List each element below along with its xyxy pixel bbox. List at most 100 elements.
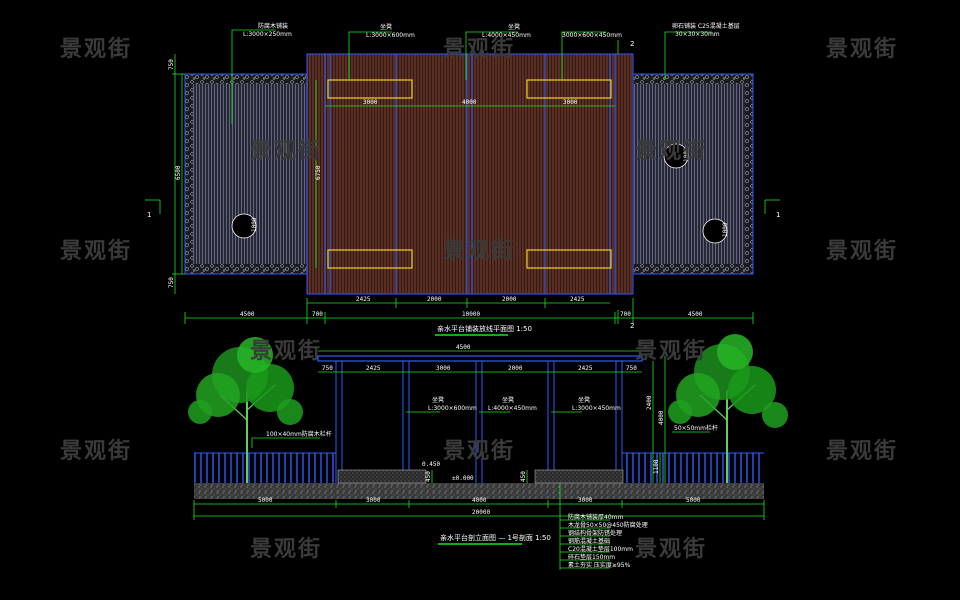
plan-dim-b6: 700: [620, 311, 631, 318]
plan-dimension-lines: [145, 40, 780, 324]
plan-callout-7: 3000×600×450mm: [562, 32, 622, 39]
plan-dim-total: 10000: [462, 311, 480, 318]
layer-note-1: 木龙骨50×50@450防腐处理: [568, 521, 648, 529]
section-dim-t2: 2425: [366, 365, 381, 372]
section-dim-b1: 3000: [366, 497, 381, 504]
section-dim-t3: 3000: [436, 365, 451, 372]
section-elev-1: 0.450: [422, 461, 440, 468]
section-dim-total: 20000: [472, 509, 490, 516]
plan-dim-b7: 4500: [688, 311, 703, 318]
plan-circle-dim-2: 1000: [722, 222, 729, 237]
watermark-2: 景观街: [443, 36, 515, 62]
plan-dim-b2: 2425: [356, 296, 371, 303]
section-railing-left: [194, 453, 336, 483]
section-callout-3: L:4000×450mm: [488, 405, 537, 412]
plan-structure-lines: [324, 54, 616, 294]
watermark-7: 景观街: [443, 238, 515, 264]
plan-callout-6: L:4000×450mm: [482, 32, 531, 39]
section-dim-t6: 750: [626, 365, 637, 372]
plan-callout-2: L:3000×250mm: [243, 31, 292, 38]
plan-left-deck: [193, 84, 307, 264]
section-callout-0: 坐凳: [432, 396, 444, 404]
section-dim-t4: 2000: [508, 365, 523, 372]
layer-note-3: 钢筋混凝土基础: [568, 537, 610, 545]
layer-note-4: C20混凝土垫层100mm: [568, 545, 633, 553]
watermark-8: 景观街: [826, 238, 898, 264]
section-dim-t1: 750: [322, 365, 333, 372]
plan-callout-5: 坐凳: [508, 23, 520, 31]
plan-callout-leaders: [231, 29, 712, 124]
watermark-11: 景观街: [60, 438, 132, 464]
plan-center-deck: [306, 53, 634, 295]
plan-section-mark-bottom: 2: [630, 322, 634, 330]
section-dim-top-total: 4500: [456, 344, 471, 351]
section-bench-right: [534, 469, 624, 484]
plan-dim-t0: 3000: [363, 99, 378, 106]
plan-callout-8: 卵石铺装 C25混凝土基层: [672, 22, 740, 30]
section-bench-left: [337, 469, 427, 484]
section-height-0: 2400: [646, 395, 653, 410]
plan-dim-l1: 6500: [175, 165, 182, 180]
plan-dim-b4: 2000: [502, 296, 517, 303]
section-view: 4500 750 2425 3000 2000 2425 750 5000 30…: [188, 334, 788, 570]
plan-view: 防腐木铺装 L:3000×250mm 坐凳 L:3000×600mm 坐凳 L:…: [145, 22, 780, 336]
plan-dim-inner-left: 6750: [315, 165, 322, 180]
plan-benches: [327, 79, 612, 269]
section-pergola-beam: [317, 355, 643, 362]
plan-section-mark-right: 1: [776, 211, 780, 219]
watermark-9: 景观街: [250, 338, 322, 364]
section-height-3: 450: [425, 471, 432, 482]
plan-circle-dim-0: 1000: [251, 217, 258, 232]
plan-callout-3: 坐凳: [380, 23, 392, 31]
section-dim-b4: 5000: [686, 497, 701, 504]
layer-note-0: 防腐木铺装厚40mm: [568, 513, 623, 521]
plan-dim-l2: 750: [168, 277, 175, 288]
plan-callout-1: 防腐木铺装: [258, 22, 288, 30]
section-height-4: 450: [520, 471, 527, 482]
layer-note-6: 素土夯实 压实度≥95%: [568, 561, 631, 569]
section-callout-1: L:3000×600mm: [428, 405, 477, 412]
watermarks: 景观街 景观街 景观街 景观街 景观街 景观街 景观街 景观街 景观街 景观街 …: [60, 36, 898, 562]
watermark-6: 景观街: [60, 238, 132, 264]
plan-dim-l0: 750: [168, 59, 175, 70]
plan-title: 亲水平台铺装放线平面图 1:50: [437, 324, 532, 333]
section-ground: [194, 483, 764, 499]
watermark-10: 景观街: [635, 338, 707, 364]
plan-tree-pits: [231, 143, 728, 244]
plan-dim-b1: 700: [312, 311, 323, 318]
plan-dim-t2: 3000: [563, 99, 578, 106]
section-callout-4: 坐凳: [578, 396, 590, 404]
layer-note-5: 碎石垫层150mm: [568, 553, 615, 561]
section-callout-5: L:3000×450mm: [572, 405, 621, 412]
section-callout-2: 坐凳: [502, 396, 514, 404]
section-tree-left: [188, 337, 303, 483]
section-callout-7: 50×50mm栏杆: [674, 424, 718, 432]
watermark-14: 景观街: [250, 536, 322, 562]
watermark-1: 景观街: [60, 36, 132, 62]
plan-callout-4: L:3000×600mm: [366, 32, 415, 39]
layer-note-2: 钢结构骨架防锈处理: [568, 529, 622, 537]
section-height-2: 1100: [653, 459, 660, 474]
watermark-5: 景观街: [635, 138, 707, 164]
watermark-13: 景观街: [826, 438, 898, 464]
section-title: 亲水平台剖立面图 — 1号剖面 1:50: [440, 533, 551, 542]
plan-section-mark-left: 1: [147, 211, 151, 219]
watermark-12: 景观街: [443, 438, 515, 464]
section-elev-0: ±0.000: [452, 475, 474, 482]
section-callout-6: 100×40mm防腐木栏杆: [266, 430, 332, 438]
section-dim-t5: 2425: [578, 365, 593, 372]
watermark-4: 景观街: [250, 138, 322, 164]
watermark-3: 景观街: [826, 36, 898, 62]
plan-dim-b0: 4500: [240, 311, 255, 318]
section-dimension-lines: [193, 350, 765, 570]
section-railing-right: [622, 453, 764, 483]
plan-dim-b3: 2000: [427, 296, 442, 303]
plan-dim-b5: 2425: [570, 296, 585, 303]
section-dim-b0: 5000: [258, 497, 273, 504]
section-dim-b2: 4000: [472, 497, 487, 504]
plan-dim-t1: 4000: [462, 99, 477, 106]
section-layer-notes: 防腐木铺装厚40mm 木龙骨50×50@450防腐处理 钢结构骨架防锈处理 钢筋…: [568, 513, 648, 569]
plan-circle-dim-1: 1000: [683, 147, 690, 162]
